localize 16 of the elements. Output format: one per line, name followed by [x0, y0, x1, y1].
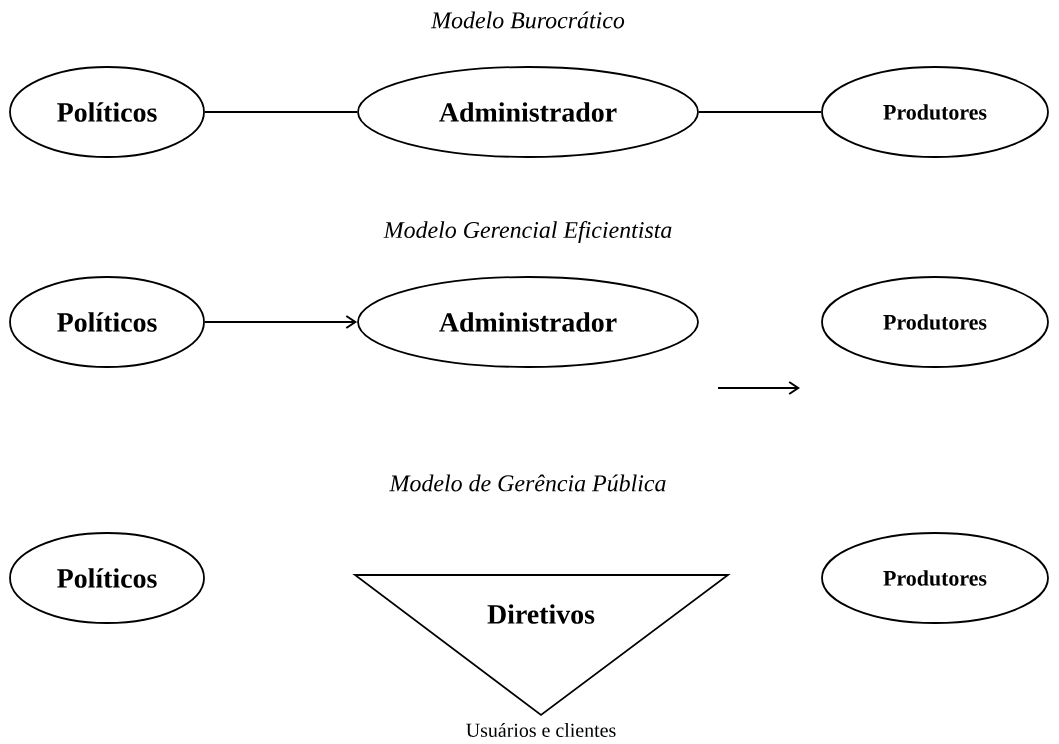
connector-line: [203, 111, 359, 113]
connector-line: [717, 381, 800, 395]
ellipse-node: Produtores: [821, 66, 1049, 158]
node-caption: Usuários e clientes: [466, 722, 616, 737]
ellipse-node: Administrador: [357, 276, 699, 368]
section-heading: Modelo de Gerência Pública: [389, 474, 666, 492]
connector-line: [697, 111, 823, 113]
ellipse-node: Políticos: [9, 66, 205, 158]
ellipse-node: Produtores: [821, 276, 1049, 368]
ellipse-node: Políticos: [9, 532, 205, 624]
ellipse-node: Administrador: [357, 66, 699, 158]
ellipse-node: Produtores: [821, 532, 1049, 624]
connector-line: [203, 315, 358, 329]
section-heading: Modelo Burocrático: [430, 11, 625, 29]
ellipse-node: Políticos: [9, 276, 205, 368]
section-heading: Modelo Gerencial Eficientista: [383, 221, 672, 243]
